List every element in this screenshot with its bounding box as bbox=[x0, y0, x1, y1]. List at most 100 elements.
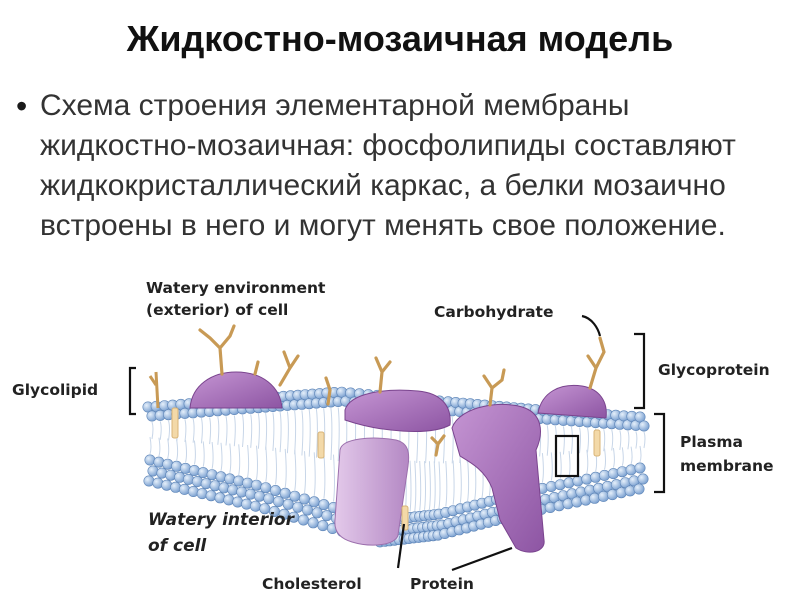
lipid-tail bbox=[233, 415, 236, 447]
lipid-tail bbox=[167, 438, 170, 459]
annotation-lines bbox=[128, 314, 666, 572]
phospholipid-head bbox=[637, 473, 649, 485]
label-plasma-line1: Plasma bbox=[680, 433, 743, 451]
lipid-tail bbox=[193, 440, 196, 465]
lipid-tail bbox=[428, 461, 431, 510]
lipid-tail bbox=[301, 410, 304, 456]
label-glycoprotein: Glycoprotein bbox=[658, 361, 770, 379]
lipid-tail bbox=[220, 442, 223, 471]
lipid-tail bbox=[265, 413, 268, 450]
phospholipid-head bbox=[318, 499, 330, 511]
phospholipid-head bbox=[279, 487, 291, 499]
phospholipid-head bbox=[633, 483, 645, 495]
lipid-tail bbox=[459, 459, 462, 503]
protein-pointer bbox=[451, 546, 513, 572]
phospholipid-head bbox=[597, 490, 609, 502]
lipid-tail bbox=[467, 459, 470, 502]
label-glycolipid: Glycolipid bbox=[12, 381, 99, 399]
lipid-tail bbox=[229, 443, 232, 473]
lipid-tail bbox=[275, 447, 277, 485]
lipid-tail bbox=[272, 412, 275, 451]
lipid-tail bbox=[202, 441, 205, 467]
lipid-tail bbox=[452, 460, 455, 505]
lipid-tail bbox=[279, 411, 282, 453]
lipid-tail bbox=[639, 445, 642, 463]
lipid-tail bbox=[294, 410, 297, 455]
lipid-tail bbox=[414, 460, 417, 511]
label-protein: Protein bbox=[410, 575, 474, 593]
phospholipid-head bbox=[572, 475, 584, 487]
lipid-tail bbox=[562, 426, 565, 455]
carbohydrate-chains bbox=[198, 324, 606, 457]
glycolipid bbox=[148, 371, 160, 409]
slide-title: Жидкостно-мозаичная модель bbox=[126, 18, 674, 59]
phospholipid-head bbox=[634, 411, 646, 423]
lipid-tail bbox=[257, 413, 260, 449]
lipid-tail bbox=[151, 421, 154, 440]
lipid-tail bbox=[330, 407, 333, 461]
lipid-tail bbox=[621, 447, 624, 466]
label-exterior-line2: (exterior) of cell bbox=[146, 301, 289, 319]
phospholipid-head bbox=[638, 420, 650, 432]
bullet-dot: • bbox=[16, 88, 28, 124]
lipid-tail bbox=[619, 430, 622, 450]
lipid-tail bbox=[242, 414, 244, 448]
label-exterior-line1: Watery environment bbox=[146, 279, 326, 297]
bullet-text: Схема строения элементарной мембраны жид… bbox=[40, 89, 736, 242]
phospholipid-head bbox=[545, 480, 557, 492]
phospholipid-head bbox=[269, 484, 281, 496]
lipid-tail bbox=[424, 461, 426, 510]
lipid-tail bbox=[256, 445, 258, 480]
carbohydrate-chain-6 bbox=[586, 336, 606, 390]
phospholipid-head bbox=[606, 489, 618, 501]
lipid-tail bbox=[643, 431, 646, 449]
phospholipid-head bbox=[289, 490, 301, 502]
lipid-tail bbox=[546, 425, 549, 456]
lipid-tail bbox=[211, 442, 214, 469]
phospholipid-head bbox=[544, 501, 556, 513]
lipid-tail bbox=[627, 430, 630, 450]
lipid-tail bbox=[294, 450, 297, 491]
lipid-tail bbox=[200, 417, 203, 444]
phospholipid-head bbox=[254, 490, 266, 502]
phospholipid-head bbox=[562, 498, 574, 510]
label-cholesterol: Cholesterol bbox=[262, 575, 362, 593]
lipid-tail bbox=[630, 446, 633, 465]
lipid-tail bbox=[604, 448, 606, 470]
lipid-tail bbox=[209, 417, 212, 445]
label-interior-line1: Watery interior bbox=[148, 510, 294, 530]
carbohydrate-chain-7 bbox=[430, 434, 446, 457]
bullet-item: • Схема строения элементарной мембраны ж… bbox=[16, 86, 776, 246]
carbohydrate-chain-2 bbox=[253, 350, 300, 387]
lipid-tail bbox=[559, 451, 562, 479]
lipid-tail bbox=[451, 416, 454, 464]
lipid-tail bbox=[225, 416, 228, 446]
phospholipid-head bbox=[307, 517, 319, 529]
carbohydrate-chain-3 bbox=[324, 376, 332, 406]
phospholipid-head bbox=[571, 496, 583, 508]
lipid-tail bbox=[570, 426, 573, 454]
integral-protein bbox=[451, 403, 545, 553]
carbohydrate-pointer bbox=[581, 314, 602, 337]
lipid-tail bbox=[315, 409, 318, 458]
channel-protein bbox=[334, 437, 410, 546]
lipid-tail bbox=[308, 409, 311, 457]
plasma-membrane-bracket bbox=[654, 412, 666, 494]
label-plasma-line2: membrane bbox=[680, 457, 774, 475]
phospholipid-head bbox=[589, 492, 601, 504]
phospholipid-highlight-box bbox=[554, 434, 580, 478]
phospholipid-head bbox=[563, 477, 575, 489]
glycoprotein-protein bbox=[537, 384, 607, 419]
peripheral-protein-left bbox=[189, 371, 283, 409]
phospholipid-head bbox=[624, 485, 636, 497]
lipid-tail bbox=[603, 429, 606, 452]
carbohydrate-chain-5 bbox=[482, 368, 506, 407]
lipid-tail bbox=[184, 419, 187, 442]
lipid-tail bbox=[185, 439, 187, 463]
lipid-tail bbox=[445, 460, 448, 507]
phospholipid-head bbox=[297, 514, 309, 526]
lipid-tail bbox=[579, 427, 581, 454]
lipid-tail bbox=[265, 446, 268, 482]
lipid-tail bbox=[149, 436, 152, 455]
phospholipid-head bbox=[317, 520, 329, 532]
